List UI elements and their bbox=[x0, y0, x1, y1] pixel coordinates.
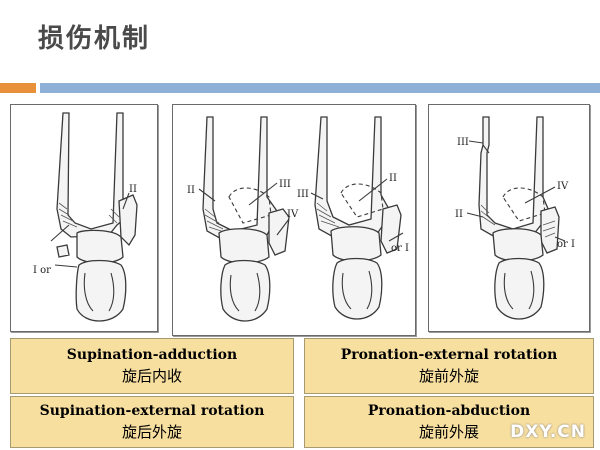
ankle-diagram-2: II III IV II III or I bbox=[187, 116, 409, 322]
mechanism-label-pronation-abduction: Pronation-abduction 旋前外展 bbox=[304, 396, 594, 448]
mechanism-name-en: Pronation-external rotation bbox=[340, 347, 558, 363]
mechanism-name-cn: 旋后外旋 bbox=[121, 423, 182, 441]
ankle-diagram-1: II I or bbox=[33, 112, 138, 322]
watermark: DXY.CN bbox=[510, 422, 586, 442]
mechanism-label-supination-adduction: Supination-adduction 旋后内收 bbox=[10, 338, 294, 394]
page-title: 损伤机制 bbox=[38, 24, 151, 54]
diagram-panel-1: II I or bbox=[10, 104, 158, 332]
fracture-label: or I bbox=[391, 243, 409, 254]
fracture-label: IV bbox=[287, 209, 299, 220]
mechanism-name-cn: 旋前外旋 bbox=[418, 367, 479, 385]
fracture-label: III bbox=[457, 137, 469, 148]
mechanism-name-cn: 旋前外展 bbox=[418, 423, 479, 441]
mechanism-label-pronation-external-rotation: Pronation-external rotation 旋前外旋 bbox=[304, 338, 594, 394]
mechanism-name-en: Supination-adduction bbox=[66, 347, 238, 363]
mechanism-label-supination-external-rotation: Supination-external rotation 旋后外旋 bbox=[10, 396, 294, 448]
fracture-label: II bbox=[455, 209, 463, 220]
fracture-label: or I bbox=[557, 239, 575, 250]
diagram-panel-2: II III IV II III or I bbox=[172, 104, 416, 336]
fracture-label: II bbox=[389, 173, 397, 184]
accent-bar-blue bbox=[40, 83, 600, 93]
fracture-label: III bbox=[279, 179, 291, 190]
ankle-diagram-4: III II IV or I bbox=[455, 116, 575, 320]
fracture-label: I or bbox=[33, 265, 51, 276]
fracture-label: II bbox=[129, 184, 137, 195]
mechanism-name-cn: 旋后内收 bbox=[121, 367, 182, 385]
accent-bar-orange bbox=[0, 83, 36, 93]
fracture-label: IV bbox=[557, 181, 569, 192]
fracture-label: II bbox=[187, 185, 195, 196]
mechanism-name-en: Pronation-abduction bbox=[367, 403, 531, 419]
fracture-label: III bbox=[297, 189, 309, 200]
diagram-panel-4: III II IV or I bbox=[428, 104, 590, 332]
mechanism-name-en: Supination-external rotation bbox=[39, 403, 265, 419]
